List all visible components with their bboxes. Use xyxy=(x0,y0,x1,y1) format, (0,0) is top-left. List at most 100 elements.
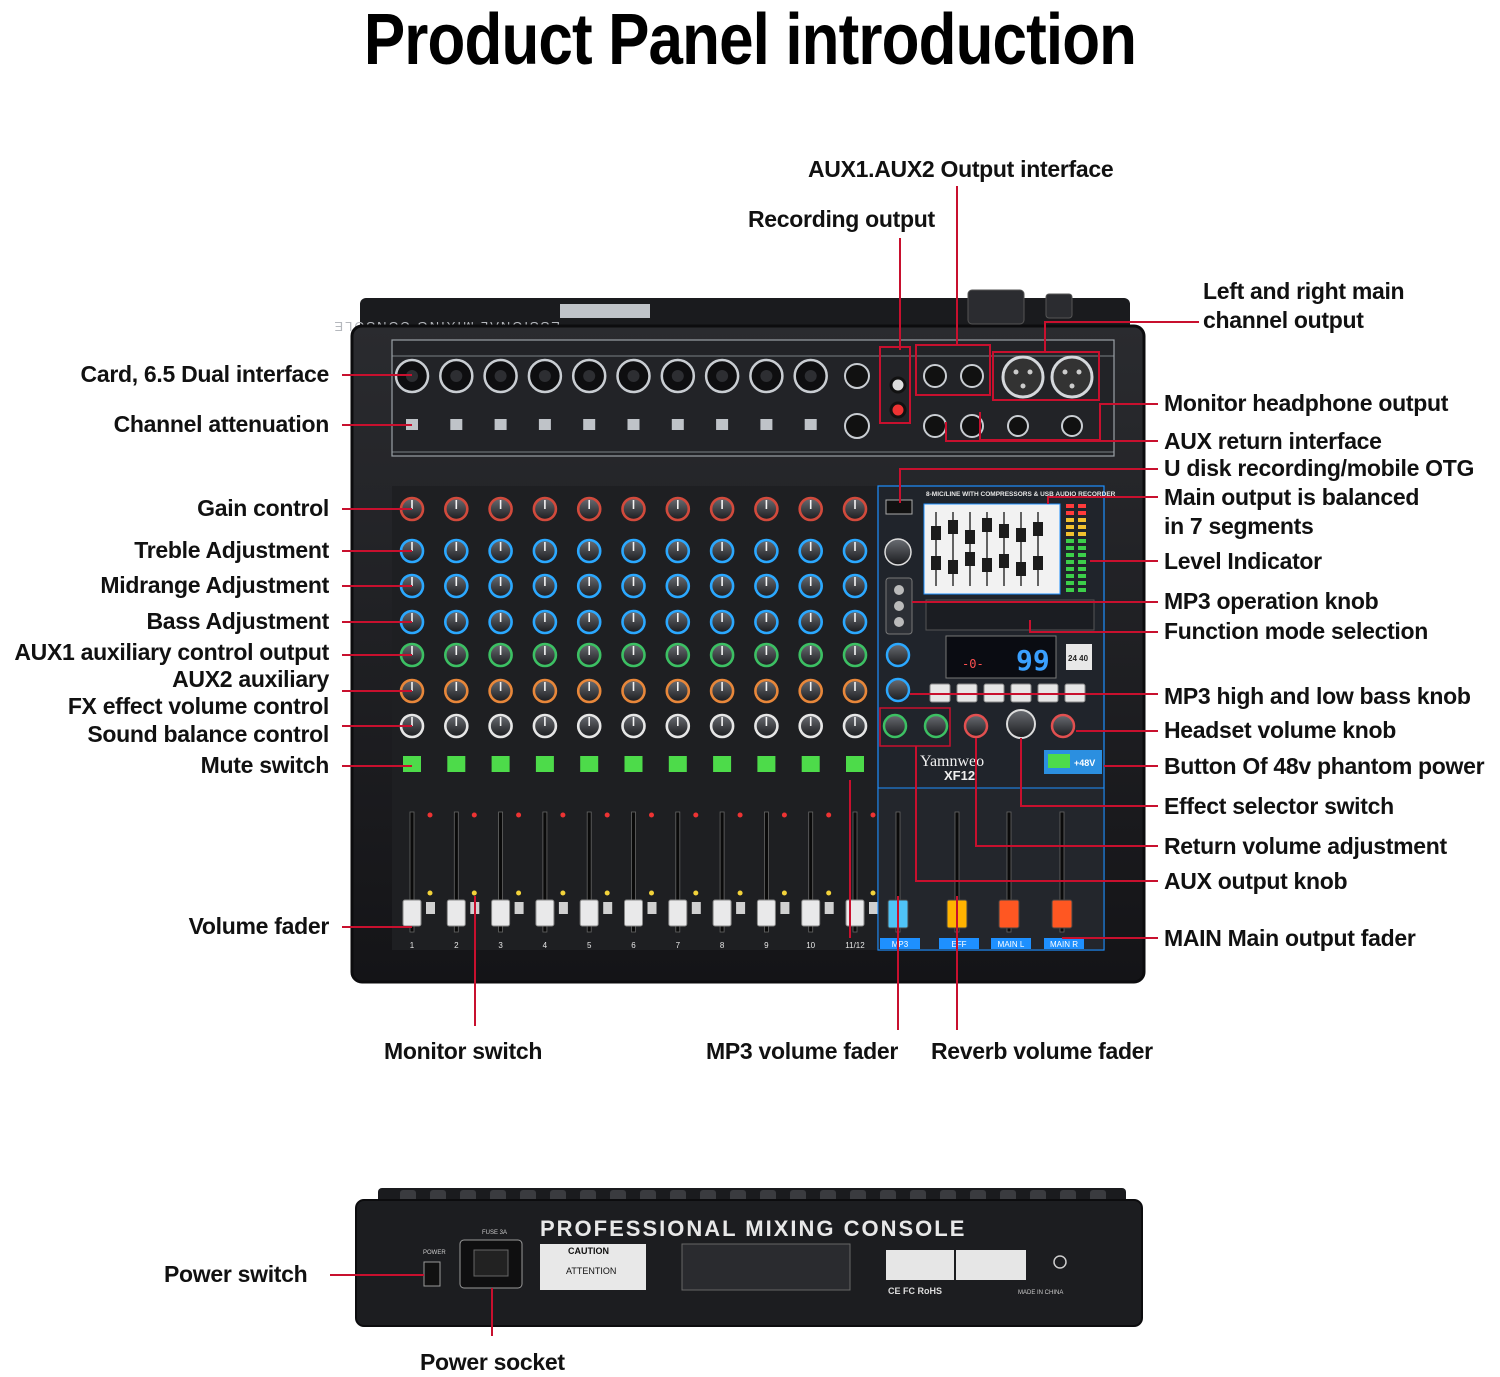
label-gain-control: Gain control xyxy=(197,495,329,521)
geq-cap-1 xyxy=(931,526,941,540)
peak-led-5 xyxy=(604,812,610,818)
combo-jack-center-8 xyxy=(716,370,729,382)
channel-number-9: 9 xyxy=(764,941,769,950)
channel-number-11: 11/12 xyxy=(845,941,865,950)
combo-jack-center-2 xyxy=(450,370,463,382)
fader-track-3 xyxy=(498,811,504,933)
meter-led-1-13 xyxy=(1066,588,1074,592)
fader-track-5 xyxy=(586,811,592,933)
fader-cap-9[interactable] xyxy=(756,899,776,927)
fader-track-11 xyxy=(852,811,858,933)
mute-button-8[interactable] xyxy=(713,756,732,772)
master-fader-cap-4[interactable] xyxy=(1051,899,1073,929)
master-fader-cap-3[interactable] xyxy=(998,899,1020,929)
fader-track-1 xyxy=(409,811,415,933)
pad-button-2 xyxy=(450,419,463,430)
meter-led-2-8 xyxy=(1078,553,1086,557)
channel-number-4: 4 xyxy=(543,941,548,950)
aux2-output-knob xyxy=(923,713,949,739)
channel-number-7: 7 xyxy=(676,941,681,950)
fader-cap-7[interactable] xyxy=(668,899,688,927)
fader-cap-11[interactable] xyxy=(845,899,865,927)
channel-number-6: 6 xyxy=(631,941,636,950)
fader-cap-10[interactable] xyxy=(801,899,821,927)
power-connector-top xyxy=(967,289,1025,325)
meter-led-1-6 xyxy=(1066,539,1074,543)
pfl-led-2 xyxy=(471,890,477,896)
display-small: -0- xyxy=(962,657,984,671)
geq-cap-4 xyxy=(982,518,992,532)
fader-cap-8[interactable] xyxy=(712,899,732,927)
fader-track-7 xyxy=(675,811,681,933)
mute-button-11[interactable] xyxy=(846,756,864,772)
mute-button-6[interactable] xyxy=(624,756,643,772)
label-treble: Treble Adjustment xyxy=(134,537,329,563)
top-banner-plate xyxy=(560,304,650,318)
caution-label xyxy=(540,1244,646,1290)
label-sound-balance: Sound balance control xyxy=(87,721,329,747)
meter-led-2-7 xyxy=(1078,546,1086,550)
pad-button-10 xyxy=(804,419,817,430)
label-lr-main-output-2: channel output xyxy=(1203,307,1364,333)
mute-button-10[interactable] xyxy=(801,756,820,772)
mute-button-7[interactable] xyxy=(668,756,687,772)
mute-button-9[interactable] xyxy=(757,756,776,772)
phantom-button[interactable] xyxy=(1048,754,1070,768)
master-fader-track-3 xyxy=(1006,811,1012,933)
master-label-bg-1 xyxy=(880,938,920,949)
geq-cap-6 xyxy=(1016,528,1026,542)
fader-cap-5[interactable] xyxy=(579,899,599,927)
pfl-led-5 xyxy=(604,890,610,896)
power-switch[interactable] xyxy=(423,1261,441,1287)
return-volume-knob xyxy=(963,713,989,739)
meter-led-2-4 xyxy=(1078,525,1086,529)
cert-marks: CE FC RoHS xyxy=(888,1286,942,1296)
geq-cap-7 xyxy=(1033,522,1043,536)
pfl-button-11 xyxy=(869,902,878,914)
pfl-button-9 xyxy=(780,902,790,914)
channel-number-8: 8 xyxy=(720,941,725,950)
rear-power-label: POWER xyxy=(423,1250,446,1256)
peak-led-10 xyxy=(826,812,832,818)
combo-jack-center-10 xyxy=(804,370,817,382)
label-midrange: Midrange Adjustment xyxy=(100,572,329,598)
mute-button-1[interactable] xyxy=(403,756,421,772)
pfl-led-7 xyxy=(693,890,699,896)
mute-button-2[interactable] xyxy=(447,756,466,772)
label-lr-main-output-1: Left and right main xyxy=(1203,278,1405,304)
pfl-led-11 xyxy=(870,890,876,896)
pad-button-8 xyxy=(716,419,729,430)
mute-button-3[interactable] xyxy=(491,756,510,772)
meter-led-2-1 xyxy=(1078,504,1086,508)
fader-cap-3[interactable] xyxy=(491,899,511,927)
master-label-bg-2 xyxy=(939,938,979,949)
label-level-indicator: Level Indicator xyxy=(1164,548,1322,574)
main-out-xlr-r xyxy=(1050,355,1094,399)
mute-button-5[interactable] xyxy=(580,756,599,772)
peak-led-6 xyxy=(649,812,654,818)
meter-led-1-12 xyxy=(1066,581,1074,585)
mute-button-4[interactable] xyxy=(535,756,554,772)
main-out-xlr-l xyxy=(1001,355,1045,399)
pfl-button-4 xyxy=(558,902,568,914)
fader-cap-2[interactable] xyxy=(446,899,466,927)
combo-jack-center-5 xyxy=(583,370,596,382)
label-mute-switch: Mute switch xyxy=(200,752,330,778)
fader-cap-6[interactable] xyxy=(624,899,643,927)
combo-jack-center-3 xyxy=(494,370,507,382)
label-recording-output: Recording output xyxy=(748,206,935,232)
label-channel-attenuation: Channel attenuation xyxy=(113,411,330,437)
label-fx-volume: FX effect volume control xyxy=(67,693,329,719)
master-fader-track-4 xyxy=(1059,811,1065,933)
label-bass: Bass Adjustment xyxy=(146,608,329,634)
geq-cap2-5 xyxy=(999,554,1009,568)
fader-cap-1[interactable] xyxy=(402,899,422,927)
master-label-bg-4 xyxy=(1044,938,1084,949)
geq-cap2-7 xyxy=(1033,556,1043,570)
label-monitor-switch: Monitor switch xyxy=(384,1038,543,1064)
meter-led-1-2 xyxy=(1066,511,1074,515)
meter-led-2-13 xyxy=(1078,588,1086,592)
combo-jack-center-4 xyxy=(538,370,551,382)
warning-plate xyxy=(681,1243,851,1291)
fader-cap-4[interactable] xyxy=(535,899,555,927)
